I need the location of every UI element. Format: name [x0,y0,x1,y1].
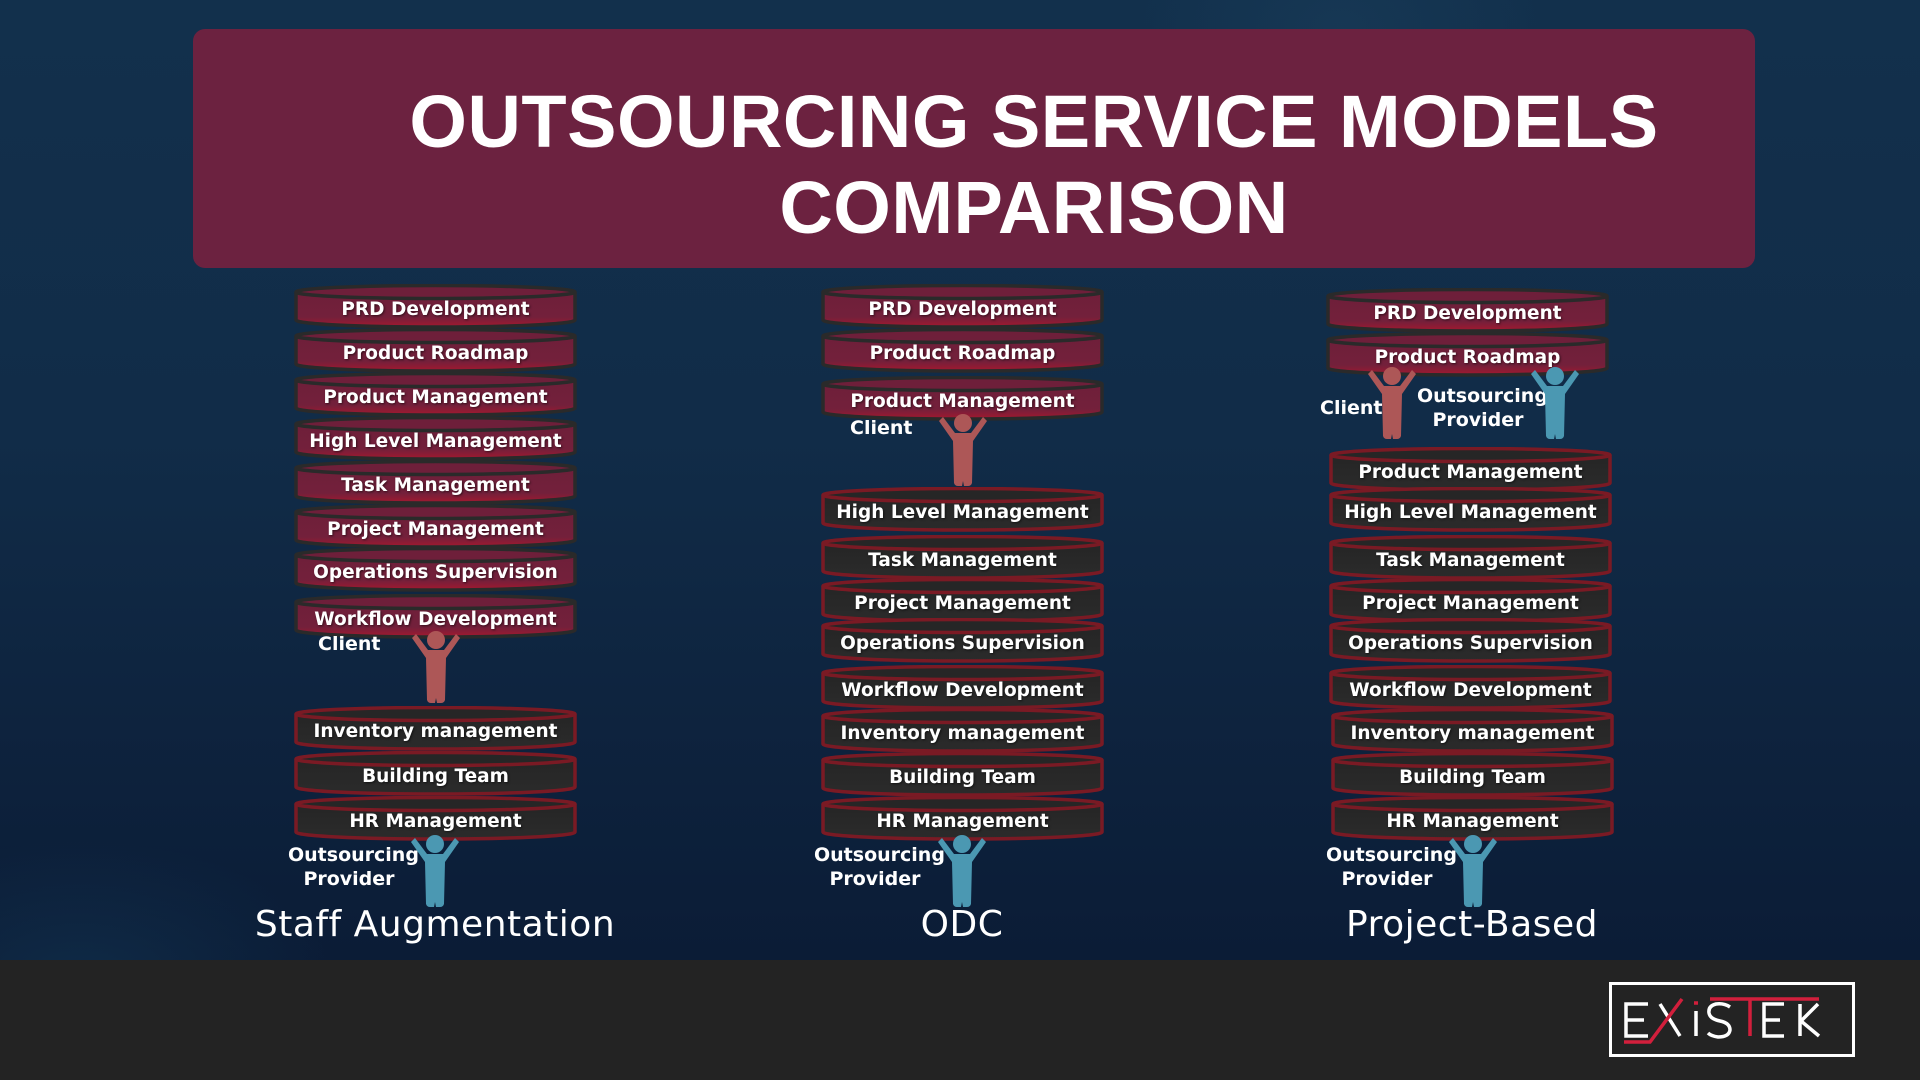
layer-label: Operations Supervision [1348,633,1593,654]
provider-layer: Operations Supervision [820,618,1105,662]
client-layer: Product Management [293,372,578,416]
provider-layer: Task Management [1328,535,1613,579]
footer-bar [0,960,1920,1080]
layer-label: Task Management [868,550,1057,571]
layer-label: Operations Supervision [313,562,558,583]
layer-label: Project Management [854,593,1071,614]
provider-layer: High Level Management [1328,487,1613,531]
provider-layer: Product Management [1328,447,1613,491]
layer-label: HR Management [1386,811,1559,832]
layer-label: Product Roadmap [869,343,1056,364]
layer-label: Task Management [1376,550,1565,571]
layer-label: High Level Management [1344,502,1597,523]
existek-logo: EXISTEK [1609,982,1855,1057]
client-layer: PRD Development [820,284,1105,328]
client-figure-icon [406,630,466,704]
layer-label: Building Team [1399,767,1546,788]
client-layer: High Level Management [293,416,578,460]
layer-label: Project Management [1362,593,1579,614]
layer-label: Workflow Development [841,680,1084,701]
client-layer: Operations Supervision [293,547,578,591]
provider-layer: Inventory management [820,708,1105,752]
model-name: ODC [920,904,1004,945]
provider-label: Outsourcing Provider [288,843,419,891]
layer-label: Inventory management [840,723,1085,744]
layer-label: Workflow Development [1349,680,1592,701]
client-label: Client [1320,397,1383,419]
provider-layer: Project Management [1328,578,1613,622]
layer-label: Product Management [1358,462,1583,483]
layer-label: HR Management [876,811,1049,832]
title-banner: OUTSOURCING SERVICE MODELS COMPARISON [193,29,1755,268]
provider-layer: Inventory management [1330,708,1615,752]
layer-label: PRD Development [868,299,1057,320]
layer-label: Product Management [850,391,1075,412]
client-layer: Product Management [820,376,1105,420]
provider-label-line-2: Provider [1432,409,1524,431]
provider-label-line-1: Outsourcing [1326,844,1457,866]
layer-label: Inventory management [313,721,558,742]
page-title: OUTSOURCING SERVICE MODELS COMPARISON [193,79,1755,251]
client-figure-icon [1362,366,1422,440]
client-layer: PRD Development [293,284,578,328]
client-layer: Workflow Development [293,594,578,638]
client-layer: Product Roadmap [1325,332,1610,376]
layer-label: Project Management [327,519,544,540]
provider-figure-icon [1525,366,1585,440]
layer-label: High Level Management [836,502,1089,523]
layer-label: Task Management [341,475,530,496]
provider-label-line-1: Outsourcing [814,844,945,866]
model-name: Project-Based [1346,904,1598,945]
shared-provider-label: Outsourcing Provider [1417,384,1548,432]
provider-layer: HR Management [293,796,578,840]
provider-label-line-1: Outsourcing [1417,385,1548,407]
provider-layer: High Level Management [820,487,1105,531]
layer-label: Product Management [323,387,548,408]
provider-layer: Workflow Development [820,665,1105,709]
provider-layer: Task Management [820,535,1105,579]
layer-label: High Level Management [309,431,562,452]
provider-layer: Inventory management [293,706,578,750]
client-layer: Product Roadmap [820,328,1105,372]
provider-label: Outsourcing Provider [1326,843,1457,891]
client-label: Client [850,417,913,439]
layer-label: Product Roadmap [342,343,529,364]
provider-layer: Building Team [293,751,578,795]
provider-layer: Workflow Development [1328,665,1613,709]
provider-layer: HR Management [820,796,1105,840]
provider-figure-icon [1443,834,1503,908]
provider-label-line-1: Outsourcing [288,844,419,866]
model-name: Staff Augmentation [254,904,616,945]
provider-label-line-2: Provider [303,868,395,890]
provider-label-line-2: Provider [1341,868,1433,890]
layer-label: Building Team [362,766,509,787]
layer-label: PRD Development [341,299,530,320]
provider-figure-icon [932,834,992,908]
layer-label: Building Team [889,767,1036,788]
title-line-2: COMPARISON [779,166,1289,249]
client-layer: Product Roadmap [293,328,578,372]
client-layer: PRD Development [1325,288,1610,332]
layer-label: HR Management [349,811,522,832]
layer-label: Workflow Development [314,609,557,630]
client-layer: Project Management [293,504,578,548]
provider-layer: Operations Supervision [1328,618,1613,662]
provider-layer: Building Team [1330,752,1615,796]
provider-label: Outsourcing Provider [814,843,945,891]
provider-layer: Project Management [820,578,1105,622]
provider-layer: Building Team [820,752,1105,796]
title-line-1: OUTSOURCING SERVICE MODELS [409,80,1659,163]
layer-label: Product Roadmap [1374,347,1561,368]
layer-label: Inventory management [1350,723,1595,744]
client-label: Client [318,633,381,655]
provider-layer: HR Management [1330,796,1615,840]
layer-label: PRD Development [1373,303,1562,324]
client-figure-icon [933,413,993,487]
client-layer: Task Management [293,460,578,504]
existek-logo-mark [1624,997,1821,1044]
layer-label: Operations Supervision [840,633,1085,654]
provider-label-line-2: Provider [829,868,921,890]
provider-figure-icon [405,834,465,908]
